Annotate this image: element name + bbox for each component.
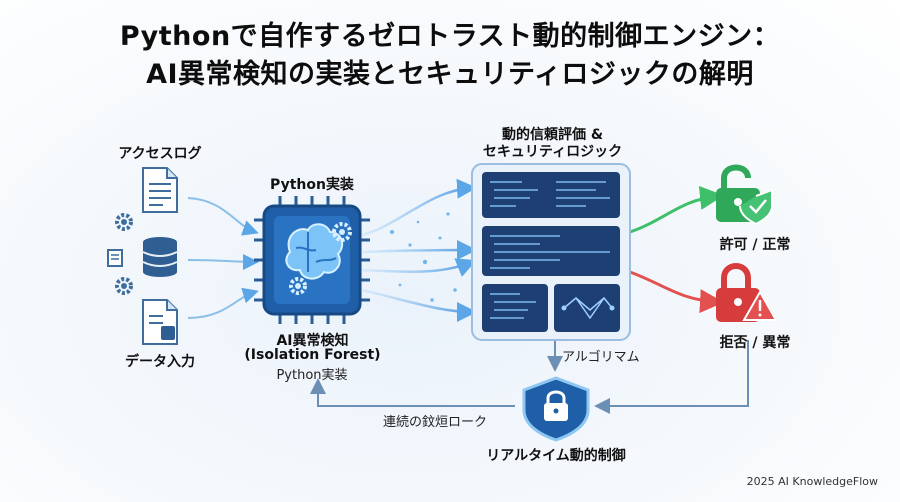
- chip-to-logic-flow: [361, 178, 477, 322]
- data-particles: [390, 212, 457, 302]
- ai-module-name: AI異常検知: [276, 333, 349, 349]
- gear-icon: [332, 222, 352, 242]
- gear-icon: [289, 277, 307, 295]
- deny-to-control-line: [594, 340, 749, 414]
- deny-label: 拒否 / 異常: [719, 335, 791, 351]
- document-icon: [142, 299, 178, 345]
- brain-icon: [285, 223, 344, 280]
- gear-icon: [115, 277, 133, 295]
- ai-module-method: (Isolation Forest): [244, 347, 381, 363]
- footer-credit: 2025 AI KnowledgeFlow: [746, 475, 878, 488]
- lock-icon: [716, 263, 778, 322]
- feedback-loop-line: [310, 378, 515, 407]
- title-line-1: Pythonで自作するゼロトラスト動的制御エンジン：: [119, 21, 781, 52]
- gear-icon: [115, 213, 133, 231]
- logic-title-line-2: セキュリティロジック: [482, 144, 623, 160]
- ai-module-impl: Python実装: [276, 368, 348, 383]
- input-flow-lines: [187, 197, 259, 319]
- logic-panel: [471, 163, 631, 341]
- feedback-loop-label: 連続の鈫烜ローク: [382, 415, 487, 430]
- unlock-icon: [716, 164, 773, 226]
- title-line-2: AI異常検知の実装とセキュリティロジックの解明: [146, 59, 754, 90]
- shield-lock-icon: [522, 376, 590, 442]
- realtime-control-label: リアルタイム動的制御: [486, 448, 626, 464]
- logic-title-line-1: 動的信頼評価 &: [501, 127, 604, 143]
- document-icon: [142, 167, 178, 213]
- allow-flow-arrow: [629, 185, 724, 234]
- allow-label: 許可 / 正常: [719, 237, 791, 253]
- algorithm-label: アルゴリマム: [562, 350, 640, 365]
- data-input-label: データ入力: [125, 354, 195, 370]
- chip-top-label: Python実装: [270, 177, 354, 193]
- database-icon: [142, 237, 178, 277]
- access-log-label: アクセスログ: [118, 146, 202, 162]
- deny-flow-arrow: [629, 270, 724, 314]
- file-list-icon: [107, 249, 123, 267]
